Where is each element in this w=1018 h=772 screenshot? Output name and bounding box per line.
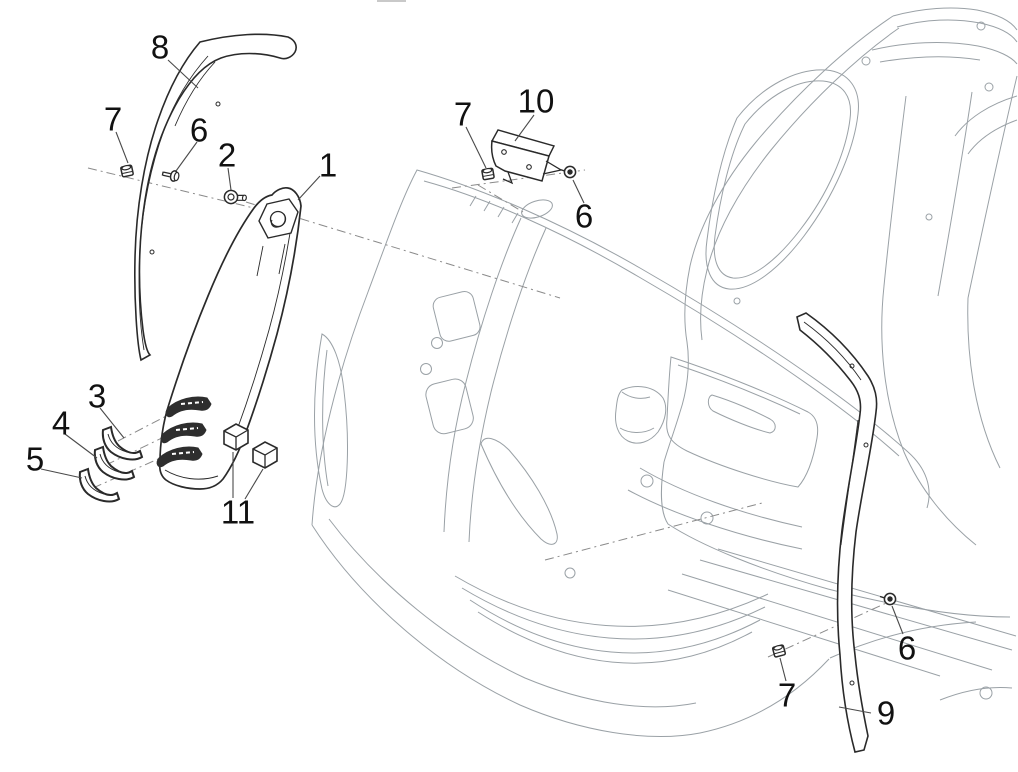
callout-label-7-left: 7 [103,100,123,138]
part-side-trim-strip [796,312,878,753]
scooter-body-rear-view [615,7,1018,701]
callout-label-6-top: 6 [574,197,594,235]
callout-label-1: 1 [318,146,338,184]
part-front-edge-trim [134,33,297,362]
part-front-center-trim [156,186,302,490]
callout-label-5: 5 [25,440,45,478]
callout-label-3: 3 [87,377,107,415]
fastener-clip-nut-bottom-right [771,643,787,659]
fastener-screw-top [559,165,577,179]
part-mounting-bracket [490,129,563,185]
fastener-grommet-nut [222,188,248,207]
callout-label-4: 4 [51,404,71,442]
fastener-clip-nut-top [480,166,496,181]
fastener-screw-left [160,167,181,183]
callout-label-10: 10 [517,82,555,120]
callout-label-9: 9 [876,694,896,732]
callout-label-7-bottom: 7 [777,676,797,714]
callout-label-11: 11 [220,493,256,531]
callout-label-6-bottom: 6 [897,629,917,667]
fastener-clip-nut-left [119,163,135,178]
front-shield-view [311,169,930,737]
callout-label-8: 8 [150,28,170,66]
leader-lines [40,59,904,714]
callout-label-7-top: 7 [453,95,473,133]
callout-label-2: 2 [217,136,237,174]
callout-label-6-left: 6 [189,111,209,149]
fastener-screw-bottom-right [879,592,897,606]
